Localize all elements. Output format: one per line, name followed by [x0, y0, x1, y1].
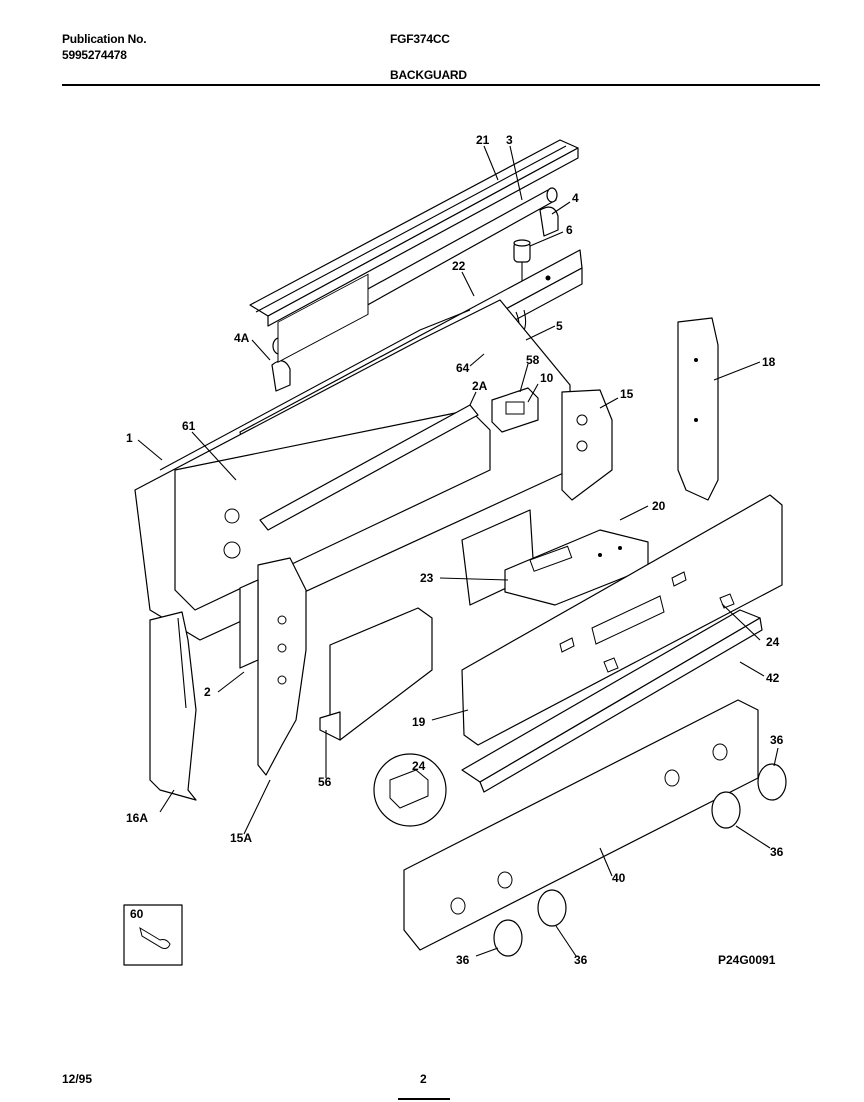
callout-36-a: 36	[770, 733, 784, 747]
callout-21: 21	[476, 133, 490, 147]
callout-36-b: 36	[770, 845, 784, 859]
publication-label: Publication No.	[62, 32, 147, 46]
part-15A-bracket	[257, 557, 307, 776]
callout-2A: 2A	[472, 379, 488, 393]
callout-23: 23	[420, 571, 434, 585]
part-56-shield	[319, 607, 433, 741]
callout-18: 18	[762, 355, 776, 369]
part-4A-holder	[271, 360, 291, 392]
callout-5: 5	[556, 319, 563, 333]
callout-15A: 15A	[230, 831, 252, 845]
callout-61: 61	[182, 419, 196, 433]
callout-1: 1	[126, 431, 133, 445]
callout-36-c: 36	[456, 953, 470, 967]
section-title: BACKGUARD	[390, 68, 467, 82]
part-16A-end-bracket	[149, 611, 197, 801]
part-42-trim	[461, 609, 763, 793]
part-60-screw	[123, 904, 183, 966]
part-15-bracket	[561, 389, 613, 501]
callout-24: 24	[766, 635, 780, 649]
part-10-switch	[491, 387, 539, 433]
callout-20: 20	[652, 499, 666, 513]
callout-42: 42	[766, 671, 780, 685]
callout-56: 56	[318, 775, 332, 789]
page-bar	[398, 1098, 450, 1100]
callout-4: 4	[572, 191, 579, 205]
callout-16A: 16A	[126, 811, 148, 825]
header-rule	[62, 84, 820, 86]
publication-number: 5995274478	[62, 48, 127, 62]
callout-19: 19	[412, 715, 426, 729]
part-18-end-bracket	[677, 317, 719, 501]
part-24-clip	[373, 593, 735, 827]
part-4-holder	[539, 206, 559, 237]
callout-60: 60	[130, 907, 144, 921]
callout-10: 10	[540, 371, 554, 385]
part-2-bracket	[239, 579, 259, 669]
part-21-trim	[249, 139, 579, 327]
diagram-code: P24G0091	[718, 953, 776, 967]
callout-15: 15	[620, 387, 634, 401]
part-36-knobs	[493, 763, 787, 957]
callout-3: 3	[506, 133, 513, 147]
callout-58: 58	[526, 353, 540, 367]
callout-4A: 4A	[234, 331, 250, 345]
part-40-control-panel	[403, 699, 759, 951]
callout-labels: 21 3 4 6 22 5 4A 64 58 10 2A 15 18 1 61 …	[126, 133, 784, 967]
callout-6: 6	[566, 223, 573, 237]
callout-24-detail: 24	[412, 759, 426, 773]
model-number: FGF374CC	[390, 32, 450, 46]
footer-date: 12/95	[62, 1072, 93, 1086]
callout-22: 22	[452, 259, 466, 273]
part-19-front-panel	[461, 494, 783, 746]
callout-leaders	[137, 145, 779, 957]
callout-36-d: 36	[574, 953, 588, 967]
part-6-starter	[513, 239, 531, 282]
part-2A-bracket	[259, 404, 479, 531]
callout-64: 64	[456, 361, 470, 375]
callout-2: 2	[204, 685, 211, 699]
callout-40: 40	[612, 871, 626, 885]
page-number: 2	[420, 1072, 427, 1086]
